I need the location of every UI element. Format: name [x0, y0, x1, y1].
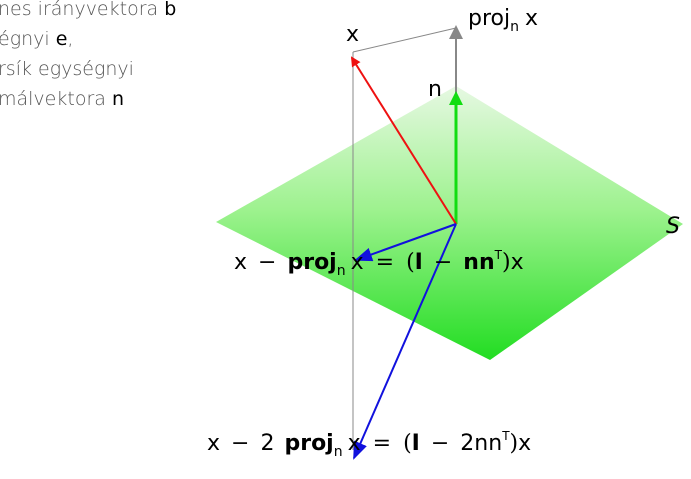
plane-s	[216, 86, 683, 360]
x-label: x	[346, 22, 359, 47]
guide-line-top	[352, 27, 457, 53]
plane-s-label: S	[666, 214, 680, 239]
description-line-4: málvektora n	[0, 88, 124, 110]
n-label: n	[428, 77, 442, 102]
reject-vector	[354, 223, 457, 262]
description-text: nes irányvektora b égnyi e, rsík egységn…	[0, 0, 318, 114]
description-line-3: rsík egységnyi	[0, 58, 134, 80]
description-line-2: égnyi e,	[0, 28, 74, 50]
x-vector	[350, 56, 457, 225]
reflect-vector	[353, 223, 457, 460]
description-line-1: nes irányvektora b	[0, 0, 177, 20]
